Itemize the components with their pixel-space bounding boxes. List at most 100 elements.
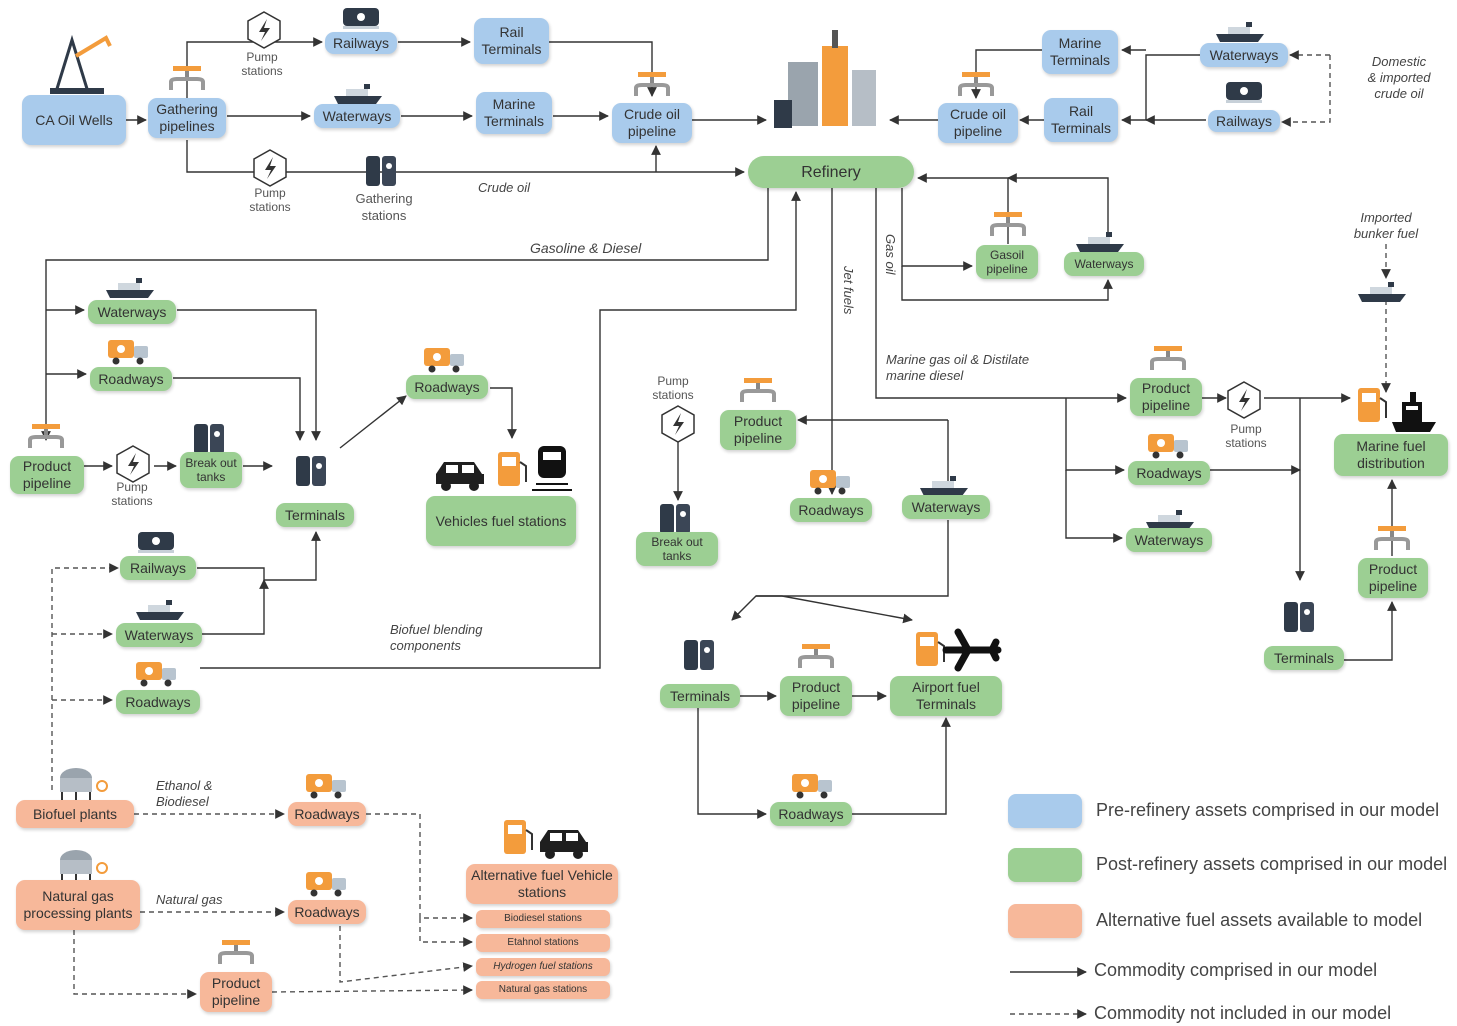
gathering-pipelines-node: Gathering pipelines [148, 98, 226, 138]
rail-terminals-right-node: Rail Terminals [1044, 98, 1118, 142]
imported-bunker-label: Imported bunker fuel [1353, 210, 1419, 241]
pump-station-icon [661, 405, 695, 443]
arrow-waterways-airport [756, 595, 913, 624]
railways-pre-node: Railways [325, 32, 397, 54]
waterways-marine-node: Waterways [1126, 528, 1212, 552]
railways-import-node: Railways [1208, 110, 1280, 132]
pipeline-valve-icon [740, 378, 776, 402]
pump-stations-label-3: Pump stations [111, 480, 153, 508]
tanker-truck-icon [1148, 434, 1188, 459]
product-pipeline-marine-node: Product pipeline [1130, 378, 1202, 416]
roadways-bio-node: Roadways [116, 690, 200, 714]
ship-icon [136, 600, 184, 620]
pump-stations-label-5: Pump stations [1225, 422, 1267, 450]
pipeline-valve-icon [169, 66, 205, 90]
pump-stations-label-2: Pump stations [249, 186, 291, 214]
pump-station-icon [1227, 381, 1261, 419]
tanker-truck-icon [136, 662, 176, 687]
roadways-ethanol-node: Roadways [288, 802, 366, 826]
product-pipeline-jet-node: Product pipeline [720, 410, 796, 450]
arrow-ng-product [73, 930, 197, 999]
arrow-terminals-roadways [339, 395, 407, 449]
product-pipeline-jet2-node: Product pipeline [780, 676, 852, 716]
storage-tank-icon [296, 456, 326, 486]
vehicles-fuel-stations-node: Vehicles fuel stations [426, 496, 576, 546]
train-icon [532, 446, 572, 491]
pipeline-valve-icon [990, 212, 1026, 236]
arrow-to-waterways-marine [1065, 470, 1123, 543]
product-pipeline-marine2-node: Product pipeline [1358, 558, 1428, 598]
legend-pre-text: Pre-refinery assets comprised in our mod… [1096, 800, 1440, 820]
biodiesel-stations-node: Biodiesel stations [476, 910, 610, 928]
pump-station-icon [116, 445, 150, 483]
crude-oil-pipeline-right-node: Crude oil pipeline [938, 103, 1018, 143]
arrow-roadways-vehicles [490, 387, 517, 439]
roadways-to-vehicles-node: Roadways [406, 375, 488, 399]
arrow-import-railways [1281, 55, 1331, 127]
storage-tank-icon [684, 640, 714, 670]
ethanol-stations-node: Etahnol stations [476, 934, 610, 952]
legend-alt-swatch [1008, 904, 1082, 938]
storage-tank-icon [366, 156, 396, 186]
domestic-imported-label: Domestic & imported crude oil [1367, 54, 1431, 101]
pipeline-valve-icon [958, 72, 994, 96]
tanker-truck-icon [108, 340, 148, 365]
ca-oil-wells-node: CA Oil Wells [22, 95, 126, 145]
terminals-marine-node: Terminals [1264, 646, 1344, 670]
crude-oil-label: Crude oil [478, 180, 531, 195]
railways-bio-node: Railways [120, 556, 196, 580]
roadways-gd-node: Roadways [90, 367, 172, 391]
arrow-refinery-product-gd [41, 188, 769, 441]
natural-gas-stations-node: Natural gas stations [476, 981, 610, 999]
roadways-marine-node: Roadways [1128, 461, 1210, 485]
legend-solid-text: Commodity comprised in our model [1094, 960, 1378, 980]
ship-icon [106, 278, 154, 298]
plain-water-bio [202, 579, 269, 635]
arrow-terminals-roadways-jet2 [697, 708, 767, 819]
fuel-pump-icon [916, 632, 945, 666]
pump-station-icon [253, 149, 287, 187]
legend-post-swatch [1008, 848, 1082, 882]
fuel-pump-icon [504, 820, 533, 854]
gas-oil-label: Gas oil [883, 234, 898, 275]
oil-derrick-icon [50, 34, 112, 94]
ship-icon [1076, 232, 1124, 252]
break-out-tanks-jet-node: Break out tanks [636, 532, 718, 566]
arrow-waterways-terminals-jet [731, 520, 949, 621]
arrow-refinery-gasoil [901, 188, 973, 271]
ethanol-biodiesel-label: Ethanol & Biodiesel [156, 778, 213, 809]
marine-terminals-right-node: Marine Terminals [1042, 30, 1118, 74]
arrow-refinery-waterways-g [901, 266, 1113, 301]
pipeline-valve-icon [28, 424, 64, 448]
arrow-to-ethanol [419, 918, 473, 947]
natural-gas-label: Natural gas [156, 892, 223, 907]
pump-stations-label-1: Pump stations [241, 50, 283, 78]
pipeline-valve-icon [1150, 346, 1186, 370]
fuel-pump-icon [1358, 388, 1387, 422]
roadways-ng-node: Roadways [288, 900, 366, 924]
car-icon [436, 462, 484, 491]
legend-post-text: Post-refinery assets comprised in our mo… [1096, 854, 1448, 874]
arrow-to-hydrogen [339, 926, 473, 983]
biofuel-plants-node: Biofuel plants [16, 800, 134, 828]
product-pipeline-ng-node: Product pipeline [200, 972, 272, 1012]
processing-plant-icon [60, 850, 108, 884]
tanker-truck-icon [810, 470, 850, 495]
arrow-biofuel-refinery [200, 191, 801, 669]
terminals-jet-node: Terminals [660, 684, 740, 708]
roadways-jet2-node: Roadways [770, 802, 852, 826]
gathering-stations-label: Gathering stations [355, 191, 413, 223]
pipeline-valve-icon [1374, 526, 1410, 550]
break-out-tanks-gd-node: Break out tanks [180, 452, 242, 488]
ship-icon [1216, 22, 1264, 42]
arrow-waterways-railterm [1121, 54, 1200, 125]
arrow-roadways-terminals [173, 377, 305, 441]
terminals-gd-node: Terminals [276, 503, 354, 527]
natural-gas-plants-node: Natural gas processing plants [16, 880, 140, 930]
refinery-node: Refinery [748, 156, 914, 188]
tanker-truck-icon [424, 348, 464, 373]
marine-gas-oil-label: Marine gas oil & Distilate marine diesel [886, 352, 1030, 383]
crude-oil-pipeline-left-node: Crude oil pipeline [612, 103, 692, 143]
arrow-railways-terminals [197, 531, 321, 581]
gasoil-pipeline-node: Gasoil pipeline [976, 245, 1038, 279]
